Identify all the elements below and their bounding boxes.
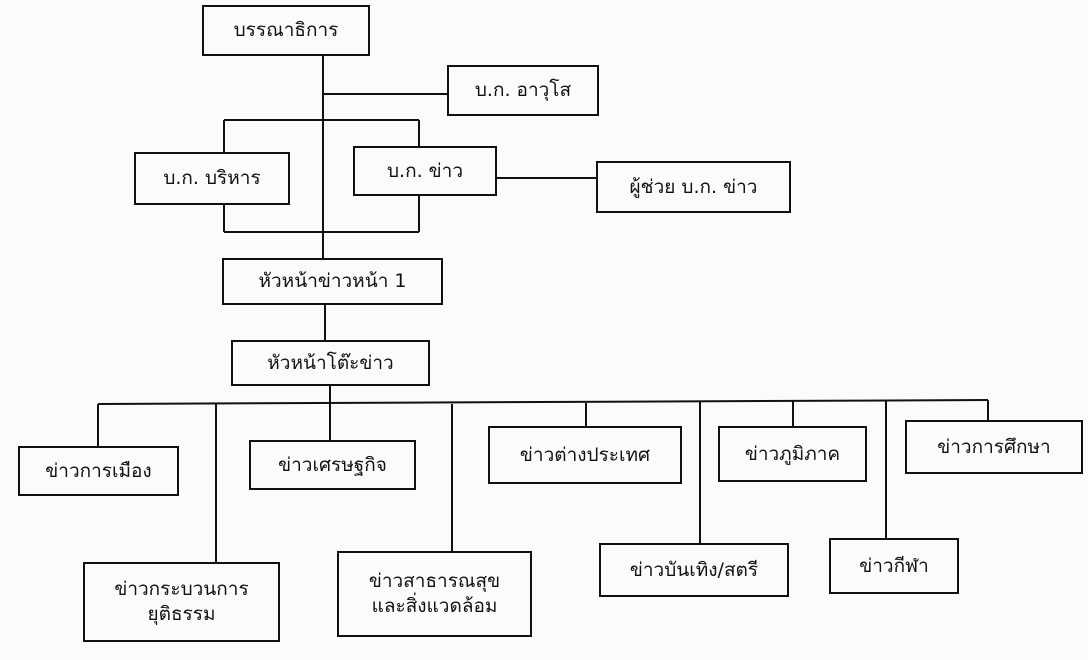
desk-politics-label: ข่าวการเมือง: [45, 459, 152, 482]
desk-bus: [97, 399, 989, 405]
desk-politics-box: ข่าวการเมือง: [18, 446, 179, 496]
desk-sports-label: ข่าวกีฬา: [859, 554, 929, 577]
advisor-editor-label: บ.ก. อาวุโส: [474, 79, 572, 102]
desk-foreign-box: ข่าวต่างประเทศ: [488, 426, 682, 484]
editor-box: บรรณาธิการ: [202, 5, 370, 56]
front-page-chief-label: หัวหน้าข่าวหน้า 1: [258, 270, 407, 293]
advisor-editor-box: บ.ก. อาวุโส: [447, 65, 599, 116]
desk-sports-box: ข่าวกีฬา: [829, 538, 959, 594]
desk-justice-label-line2: ยุติธรรม: [147, 603, 216, 625]
desk-chief-label: หัวหน้าโต๊ะข่าว: [267, 351, 394, 374]
admin-editor-label: บ.ก. บริหาร: [163, 167, 261, 190]
desk-foreign-label: ข่าวต่างประเทศ: [519, 443, 651, 466]
desk-health-box: ข่าวสาธารณสุข และสิ่งแวดล้อม: [337, 551, 532, 637]
desk-regional-box: ข่าวภูมิภาค: [718, 426, 867, 482]
desk-education-box: ข่าวการศึกษา: [905, 420, 1083, 474]
desk-economy-label: ข่าวเศรษฐกิจ: [278, 453, 387, 476]
desk-entertainment-box: ข่าวบันเทิง/สตรี: [599, 543, 789, 597]
desk-education-label: ข่าวการศึกษา: [937, 435, 1051, 458]
desk-economy-box: ข่าวเศรษฐกิจ: [249, 440, 416, 490]
assistant-news-editor-label: ผู้ช่วย บ.ก. ข่าว: [629, 175, 758, 198]
admin-editor-box: บ.ก. บริหาร: [134, 152, 290, 205]
desk-justice-box: ข่าวกระบวนการ ยุติธรรม: [83, 562, 280, 642]
editor-label: บรรณาธิการ: [233, 19, 339, 42]
desk-regional-label: ข่าวภูมิภาค: [744, 442, 841, 465]
desk-entertainment-label: ข่าวบันเทิง/สตรี: [629, 558, 759, 581]
desk-justice-label-line1: ข่าวกระบวนการ: [114, 578, 249, 601]
assistant-news-editor-box: ผู้ช่วย บ.ก. ข่าว: [596, 161, 791, 213]
desk-chief-box: หัวหน้าโต๊ะข่าว: [231, 340, 430, 386]
front-page-chief-box: หัวหน้าข่าวหน้า 1: [222, 258, 443, 305]
news-editor-label: บ.ก. ข่าว: [386, 159, 463, 182]
desk-health-label-line1: ข่าวสาธารณสุข: [368, 570, 501, 593]
news-editor-box: บ.ก. ข่าว: [353, 146, 497, 196]
desk-health-label-line2: และสิ่งแวดล้อม: [371, 595, 498, 617]
